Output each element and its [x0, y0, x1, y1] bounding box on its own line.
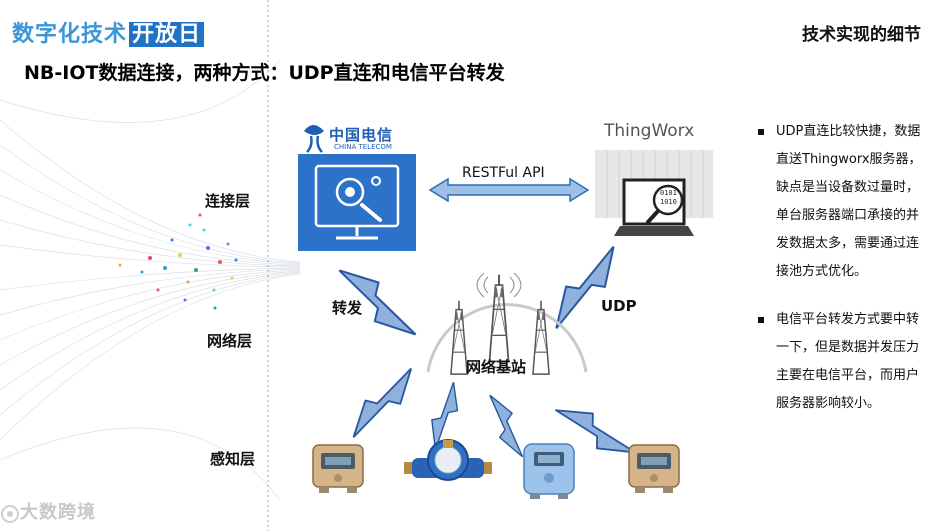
bullet-list: UDP直连比较快捷，数据直送Thingworx服务器，缺点是当设备数过量时，单台…	[758, 118, 923, 438]
brand-part2: 开放日	[129, 22, 205, 47]
telecom-logo-en: CHINA TELECOM	[334, 143, 392, 151]
telecom-platform	[298, 154, 416, 251]
bullet-text: UDP直连比较快捷，数据直送Thingworx服务器，缺点是当设备数过量时，单台…	[776, 124, 922, 279]
layer-label-sensing: 感知层	[210, 450, 256, 468]
thingworx-logo: ThingWorx	[604, 121, 695, 141]
fan-lines-decoration	[0, 59, 301, 501]
base-station	[426, 272, 588, 375]
watermark-icon	[1, 505, 19, 523]
brand-logo: 数字化技术开放日	[12, 16, 205, 48]
telecom-logo	[304, 125, 324, 153]
base-station-label: 网络基站	[466, 358, 527, 376]
meter-3	[523, 443, 575, 499]
brand-part1: 数字化技术	[12, 22, 128, 47]
bullet-item-udp: UDP直连比较快捷，数据直送Thingworx服务器，缺点是当设备数过量时，单台…	[758, 118, 923, 286]
bullet-item-telecom: 电信平台转发方式要中转一下，但是数据并发压力主要在电信平台，而用户服务器影响较小…	[758, 306, 923, 418]
forward-label: 转发	[332, 299, 363, 317]
meter-2	[404, 439, 492, 481]
bullet-text: 电信平台转发方式要中转一下，但是数据并发压力主要在电信平台，而用户服务器影响较小…	[776, 312, 920, 411]
thingworx-server	[595, 150, 713, 236]
bullet-marker	[758, 317, 764, 323]
telecom-logo-cn: 中国电信	[329, 126, 394, 144]
meter-1	[312, 444, 364, 494]
confetti-dots	[118, 213, 238, 310]
udp-label: UDP	[601, 297, 637, 315]
meter-4	[628, 444, 680, 494]
restful-double-arrow	[428, 177, 590, 203]
restful-api-label: RESTFul API	[462, 165, 545, 181]
page-title: NB-IOT数据连接，两种方式：UDP直连和电信平台转发	[24, 62, 505, 84]
corner-title: 技术实现的细节	[802, 25, 921, 45]
link-bolt-meter-1	[341, 358, 424, 448]
watermark-text: 大数跨境	[20, 502, 96, 523]
layer-label-network: 网络层	[207, 332, 253, 350]
bullet-marker	[758, 129, 764, 135]
layer-label-connection: 连接层	[205, 192, 251, 210]
